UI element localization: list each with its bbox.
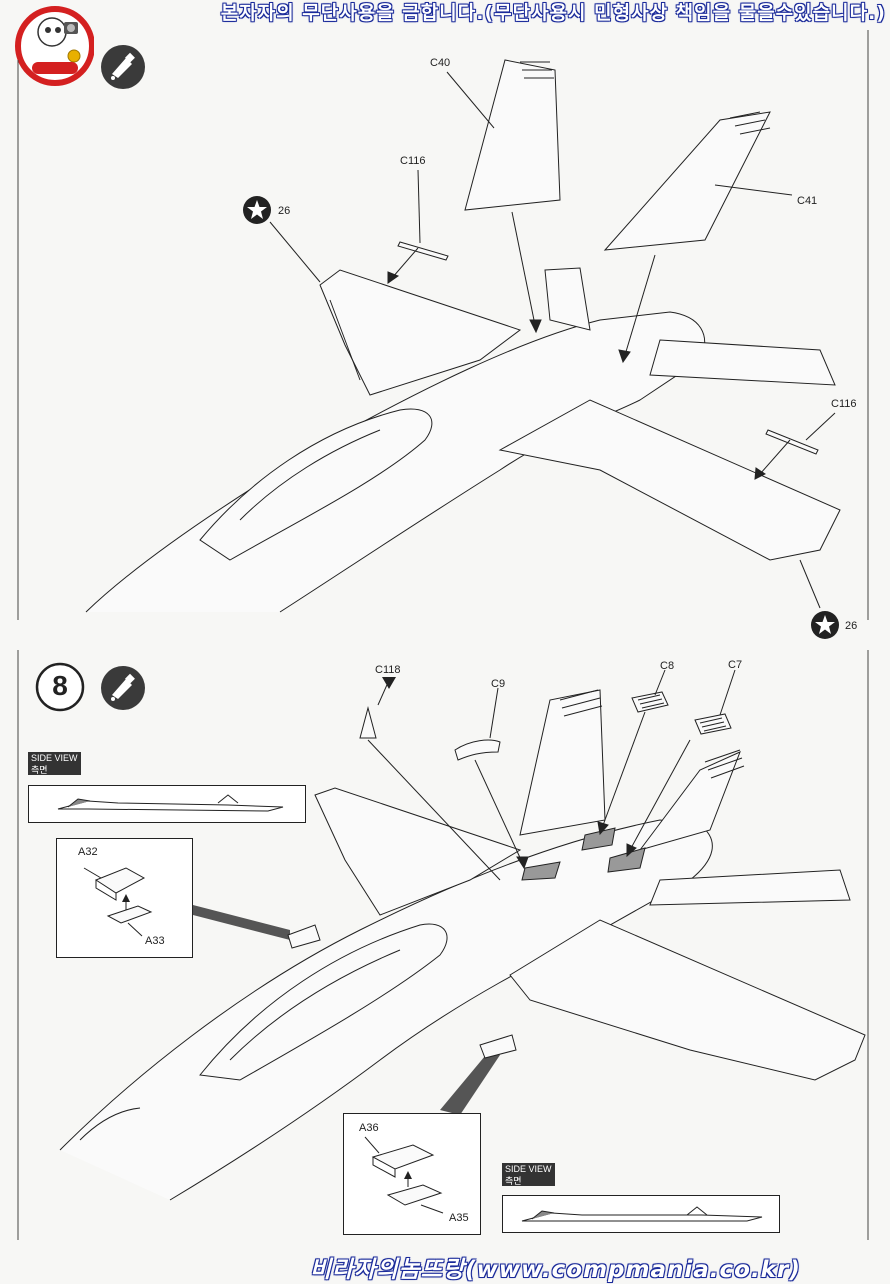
side-view-tag: SIDE VIEW 측면 (28, 752, 81, 775)
side-view-label: SIDE VIEW (28, 752, 81, 765)
decal-star-icon (243, 196, 271, 224)
part-label-c9: C9 (491, 678, 506, 690)
side-view-label: SIDE VIEW (502, 1163, 555, 1176)
part-label-c118: C118 (375, 664, 401, 676)
part-label-c116: C116 (400, 155, 426, 167)
aircraft-step8-assembly-drawing (17, 650, 869, 1240)
side-view-tag: SIDE VIEW 측면 (502, 1163, 555, 1186)
inset-a36-a35-diagram (343, 1113, 481, 1235)
clear-part-marker-icon (382, 677, 396, 689)
aircraft-top-assembly-drawing (17, 30, 869, 620)
side-view-2-diagram (502, 1195, 780, 1233)
part-label-a32: A32 (78, 846, 98, 858)
part-label-c7: C7 (728, 659, 743, 671)
part-label-c8: C8 (660, 660, 675, 672)
decal-number: 26 (845, 620, 858, 632)
site-url-watermark: 비라자의놈뜨랑(www.compmania.co.kr) (310, 1257, 801, 1283)
part-label-a35: A35 (449, 1212, 469, 1224)
part-label-c116: C116 (831, 398, 857, 410)
step-number: 8 (52, 670, 68, 701)
side-view-sub-label: 측면 (502, 1176, 555, 1186)
decal-number: 26 (278, 205, 291, 217)
side-view-sub-label: 측면 (28, 765, 81, 775)
glue-tube-icon (101, 45, 145, 89)
part-label-c40: C40 (430, 57, 451, 69)
part-label-a33: A33 (145, 935, 165, 947)
side-view-1-diagram (28, 785, 306, 823)
part-label-c41: C41 (797, 195, 818, 207)
step-number-badge (35, 662, 85, 712)
decal-star-icon (811, 611, 839, 639)
glue-tube-icon (101, 666, 145, 710)
copyright-watermark: 본자자의 무단사용을 금합니다.(무단사용시 민형사상 책임을 물을수있습니다.… (220, 2, 886, 24)
part-label-a36: A36 (359, 1122, 379, 1134)
logo-mascot-icon (15, 6, 94, 86)
inset-a32-a33-diagram (56, 838, 193, 958)
